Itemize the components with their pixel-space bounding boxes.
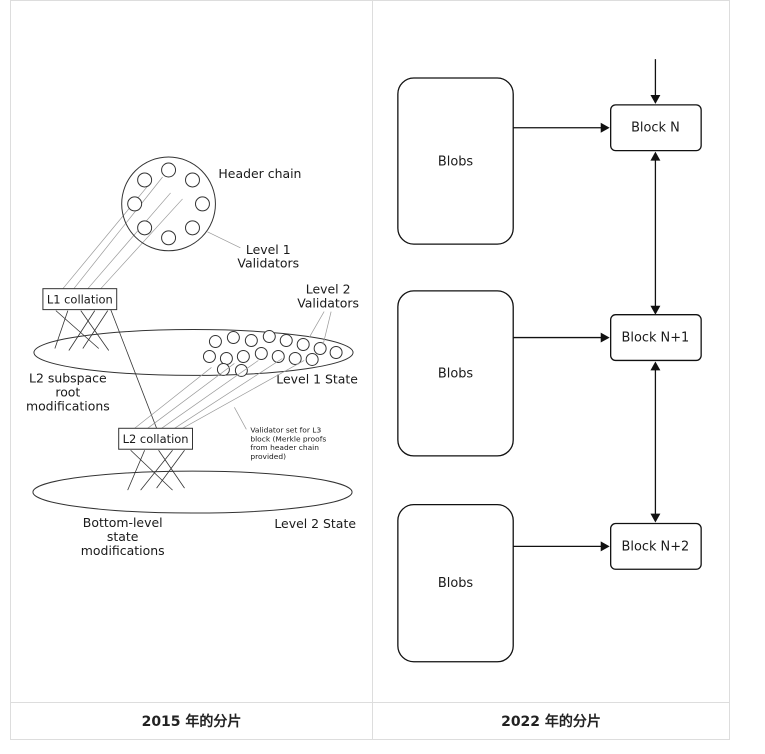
arrow-blob3-block-n2 [513, 541, 610, 552]
header-chain-validator-dots [127, 162, 210, 246]
diagram-cell-2022: Blobs Blobs Blobs Block N Block N+1 Bloc… [373, 1, 729, 702]
svg-text:Validators: Validators [237, 256, 299, 271]
level1-validators-pointer [207, 231, 241, 249]
level2-validator-dots [202, 330, 343, 377]
svg-text:Bottom-level: Bottom-level [83, 515, 163, 530]
level2-state-ellipse [32, 470, 353, 514]
l1-to-l2-link [110, 309, 157, 429]
svg-text:Validator set for L3: Validator set for L3 [250, 425, 321, 434]
l1-collation-label: L1 collation [47, 293, 113, 307]
block-n-label: Block N [631, 121, 680, 136]
svg-text:modifications: modifications [81, 543, 165, 558]
diagram-2015: Header chain Level 1 Validators L1 colla… [26, 156, 359, 558]
l1-collation-box [42, 288, 118, 311]
svg-text:block (Merkle proofs: block (Merkle proofs [250, 434, 326, 443]
level1-state-label: Level 1 State [276, 371, 358, 386]
svg-text:provided): provided) [250, 452, 286, 461]
svg-text:state: state [107, 529, 139, 544]
blobs-label-2: Blobs [438, 366, 474, 381]
arrow-block-n1-n2 [650, 361, 661, 523]
svg-text:Level 1: Level 1 [246, 242, 291, 257]
block-n1-label: Block N+1 [622, 331, 690, 346]
caption-2022: 2022 年的分片 [373, 702, 729, 739]
blobs-label-3: Blobs [438, 576, 474, 591]
blobs-label-1: Blobs [438, 155, 474, 170]
bottom-level-label: Bottom-level state modifications [81, 515, 165, 558]
block-n1-box [610, 314, 702, 362]
svg-text:root: root [55, 384, 80, 399]
l2-collation-label: L2 collation [123, 432, 189, 446]
l2-collation-box [118, 427, 193, 450]
svg-text:modifications: modifications [26, 398, 110, 413]
blobs-box-2 [397, 290, 514, 457]
blobs-box-1 [397, 77, 514, 245]
level1-state-ellipse [33, 329, 354, 376]
block-n-box [610, 104, 702, 152]
caption-2015-text: 2015 年的分片 [141, 714, 242, 730]
blobs-box-3 [397, 503, 514, 663]
l2-braid-lines [127, 449, 185, 491]
arrow-top-into-block-n [650, 59, 661, 104]
block-n2-box [610, 522, 702, 570]
block-n2-label: Block N+2 [622, 539, 690, 554]
caption-2015: 2015 年的分片 [11, 702, 373, 739]
svg-text:L2 subspace: L2 subspace [29, 370, 107, 385]
level1-validators-label: Level 1 Validators [237, 242, 299, 271]
arrow-blob2-block-n1 [513, 332, 610, 343]
level2-state-label: Level 2 State [274, 516, 356, 531]
l2-to-validators-connectors [134, 358, 305, 429]
diagram-cell-2015: Header chain Level 1 Validators L1 colla… [11, 1, 373, 702]
diagram-2022: Blobs Blobs Blobs Block N Block N+1 Bloc… [397, 59, 702, 663]
caption-2022-text: 2022 年的分片 [501, 714, 601, 730]
header-chain-label: Header chain [218, 166, 301, 181]
annotation-pointer [234, 407, 247, 430]
arrow-block-n-n1 [650, 151, 661, 315]
arrow-blob1-block-n [513, 122, 610, 133]
annotation-label: Validator set for L3 block (Merkle proof… [250, 425, 326, 461]
l1-braid-lines [54, 310, 110, 351]
header-chain-circle [121, 156, 216, 252]
l2-subspace-label: L2 subspace root modifications [26, 370, 110, 413]
comparison-table: Header chain Level 1 Validators L1 colla… [10, 0, 730, 740]
level2-validators-pointers [308, 311, 332, 345]
svg-text:Validators: Validators [297, 296, 359, 311]
svg-text:from header chain: from header chain [250, 443, 319, 452]
svg-text:Level 2: Level 2 [306, 282, 351, 297]
level2-validators-label: Level 2 Validators [297, 282, 359, 311]
